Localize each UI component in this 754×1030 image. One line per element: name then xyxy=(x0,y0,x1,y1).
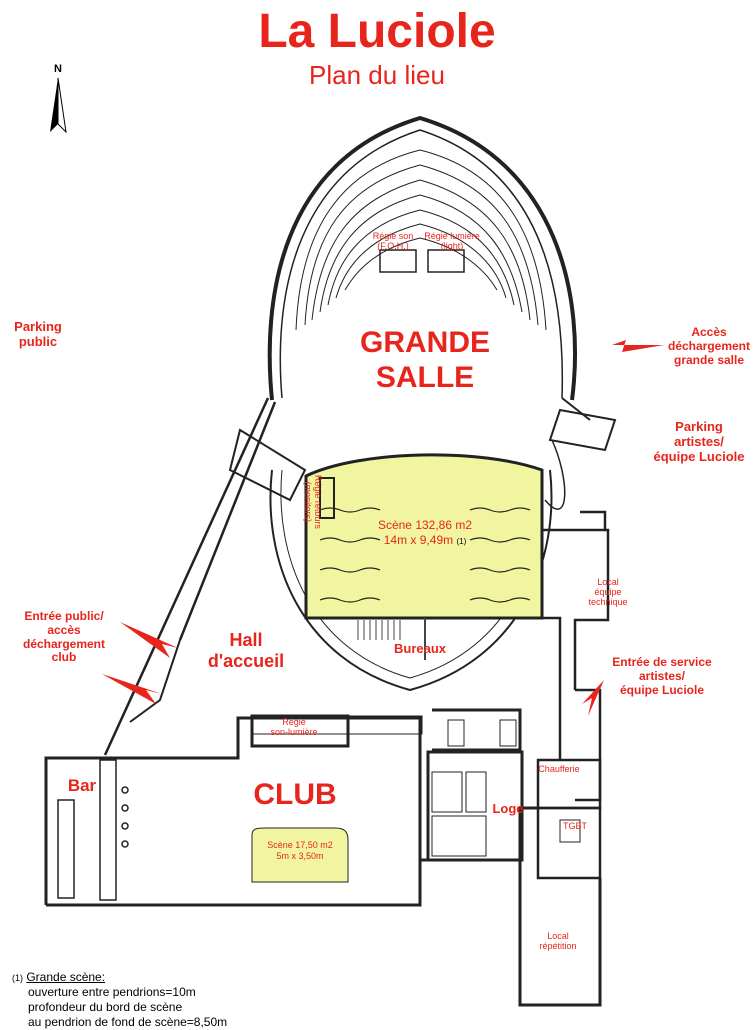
loge-label: Loge xyxy=(492,801,524,816)
grande-scene-area: Scène 132,86 m2 xyxy=(377,518,473,532)
bar-label: Bar xyxy=(67,776,97,795)
acces-dechargement-label: Accès déchargement grande salle xyxy=(667,325,751,367)
grande-scene-dims: 14m x 9,49m xyxy=(383,533,454,547)
local-equipe-label: Local équipe technique xyxy=(588,577,628,607)
monitor-desk xyxy=(319,477,335,519)
map-subtitle: Plan du lieu xyxy=(309,60,445,90)
club-walls xyxy=(44,708,602,1007)
north-arrow-icon xyxy=(50,77,67,134)
footnote-line-3: au pendrion de fond de scène=8,50m xyxy=(28,1015,228,1029)
parking-artistes-label: Parking artistes/ équipe Luciole xyxy=(653,419,745,464)
chaufferie-label: Chaufferie xyxy=(538,764,580,774)
grande-salle-label: GRANDE SALLE xyxy=(359,326,490,394)
grande-scene-info: Scène 132,86 m2 14m x 9,49m (1) xyxy=(360,518,490,548)
club-scene-area: Scène 17,50 m2 xyxy=(267,840,333,850)
footnote-marker: (1) xyxy=(12,973,23,983)
bar-counter xyxy=(57,715,423,901)
stage-curtain-lines xyxy=(319,507,531,603)
entree-public-label: Entrée public/ accès déchargement club xyxy=(22,609,106,665)
grande-scene-note: (1) xyxy=(456,537,467,546)
local-repetition-label: Local répétition xyxy=(539,931,577,951)
tgbt-label: TGBT xyxy=(563,821,587,831)
east-wing-walls xyxy=(536,510,610,880)
hall-walls xyxy=(103,397,617,756)
parking-public-label: Parking public xyxy=(14,319,62,349)
club-scene-dims: 5m x 3,50m xyxy=(276,851,324,862)
regie-son-label: Régie son (F.O.H.) xyxy=(372,231,414,251)
arrow-entree-public-1-icon xyxy=(120,622,178,658)
footnote: (1) Grande scène: ouverture entre pendri… xyxy=(12,970,227,1030)
grande-scene-stage xyxy=(304,453,544,620)
north-label: N xyxy=(54,63,62,75)
footnote-line-2: profondeur du bord de scène xyxy=(28,1000,183,1014)
hall-label: Hall d'accueil xyxy=(207,630,285,671)
map-title: La Luciole xyxy=(258,5,496,58)
club-scene-info: Scène 17,50 m2 5m x 3,50m xyxy=(252,840,348,863)
regie-lumiere-label: Régie lumière (light) xyxy=(424,231,480,251)
footnote-line-1: ouverture entre pendrions=10m xyxy=(28,985,196,999)
regie-club-label: Régie son-lumière xyxy=(270,717,318,737)
footnote-heading: Grande scène: xyxy=(26,970,106,984)
arrow-entree-service-icon xyxy=(582,680,604,716)
arrow-acces-dechargement-icon xyxy=(612,340,664,352)
bureaux-label: Bureaux xyxy=(393,641,447,656)
club-scene-stage xyxy=(251,827,349,883)
stage-stairs xyxy=(357,618,426,660)
loge-fixtures xyxy=(431,719,581,857)
regie-retours-label: Régie retours (monitors) xyxy=(303,474,323,529)
arrow-icons xyxy=(102,340,664,716)
entree-service-label: Entrée de service artistes/ équipe Lucio… xyxy=(612,655,712,697)
arrow-entree-public-2-icon xyxy=(102,674,162,704)
club-label: CLUB xyxy=(253,778,337,811)
grande-salle-walls xyxy=(267,115,578,401)
